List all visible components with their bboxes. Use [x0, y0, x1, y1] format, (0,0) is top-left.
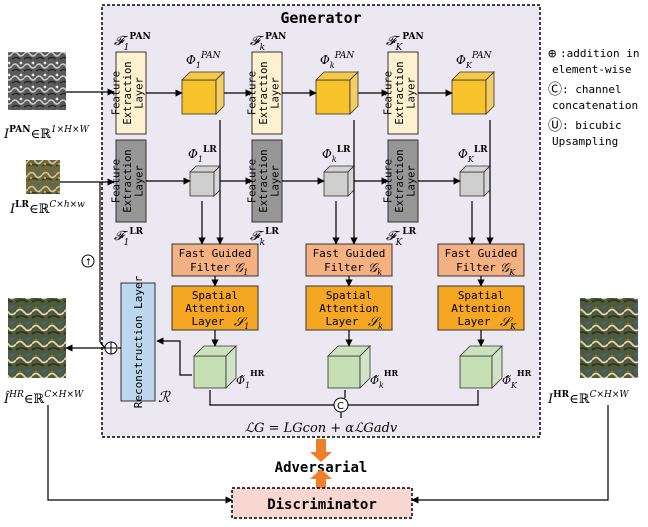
reconstruction-symbol: ℛ — [158, 388, 171, 406]
spatial-attention-1 — [171, 285, 259, 331]
up-legend-text2: Upsampling — [552, 135, 618, 148]
fel-lr-K-label: FeatureExtractionLayer — [382, 149, 417, 212]
generator-title: Generator — [280, 9, 361, 27]
sal-label-1-0: Spatial — [192, 289, 238, 302]
phi-hr-cube-K — [459, 345, 503, 389]
fast-guided-filter-k — [305, 243, 393, 277]
reconstruction-layer-label: Reconstruction Layer — [132, 275, 145, 408]
sal-label-k-1: Attention — [319, 302, 379, 315]
fel-pan-K-label: FeatureExtractionLayer — [382, 61, 417, 124]
up-legend-text: : bicubic — [562, 119, 622, 132]
fel-lr-K — [387, 139, 419, 223]
adversarial-arrow-up — [310, 469, 332, 488]
pan-input-image — [8, 52, 66, 110]
discriminator-box — [231, 487, 413, 519]
add-legend-text: :addition in — [560, 47, 639, 60]
cat-legend-text2: concatenation — [552, 99, 638, 112]
fgf-label-1: Fast Guided — [179, 247, 252, 260]
phi-lr-cube-K — [459, 165, 491, 197]
sal-label-K-0: Spatial — [458, 289, 504, 302]
cat-legend-text: : channel — [562, 83, 622, 96]
fel-lr-1-label: FeatureExtractionLayer — [110, 149, 145, 212]
lr-input-label: ILR∈ℝC×h×w — [9, 200, 85, 217]
fgf-label2-k: Filter — [324, 261, 364, 274]
fgf-label2-K: Filter — [456, 261, 496, 274]
sal-label-K-2: Layer — [457, 315, 490, 328]
legend: ⊕ :addition in element-wise Ⓒ : channel … — [548, 46, 639, 148]
phi-lr-cube-k — [323, 165, 355, 197]
phi-hr-cube-1 — [193, 345, 237, 389]
phi-pan-cube-1 — [181, 71, 225, 115]
discriminator-label: Discriminator — [267, 497, 377, 513]
phi-hr-cube-k — [327, 345, 371, 389]
fast-guided-filter-K — [437, 243, 525, 277]
ground-truth-hr-image — [580, 298, 638, 378]
fgf-label-k: Fast Guided — [313, 247, 386, 260]
up-legend-symbol: Ⓤ — [548, 118, 562, 134]
add-legend-text2: element-wise — [552, 63, 631, 76]
add-legend-symbol: ⊕ — [548, 46, 557, 62]
sal-label-K-1: Attention — [451, 302, 511, 315]
gt-output-label: IHR∈ℝC×H×W — [547, 390, 629, 407]
lr-input-image — [26, 160, 60, 194]
fel-pan-1 — [115, 51, 147, 135]
upsample-node — [81, 254, 95, 268]
predicted-hr-image — [8, 298, 66, 378]
spatial-attention-K — [437, 285, 525, 331]
fel-lr-k — [251, 139, 283, 223]
fgf-label-K: Fast Guided — [445, 247, 518, 260]
phi-pan-cube-K — [451, 71, 495, 115]
wires — [47, 88, 609, 504]
fast-guided-filter-1 — [171, 243, 259, 277]
fel-pan-K — [387, 51, 419, 135]
cat-legend-symbol: Ⓒ — [548, 82, 562, 98]
fel-lr-k-label: FeatureExtractionLayer — [246, 149, 281, 212]
sal-label-1-1: Attention — [185, 302, 245, 315]
adversarial-label: Adversarial — [275, 460, 368, 476]
sal-label-k-0: Spatial — [326, 289, 372, 302]
fel-pan-1-label: FeatureExtractionLayer — [110, 61, 145, 124]
sal-label-1-2: Layer — [191, 315, 224, 328]
sal-label-k-2: Layer — [325, 315, 358, 328]
phi-pan-cube-k — [315, 71, 359, 115]
loss-formula: ℒG = LGcon + αℒGadv — [245, 421, 398, 436]
fel-pan-k-label: FeatureExtractionLayer — [246, 61, 281, 124]
upsample-node-glyph: ↑ — [85, 258, 93, 268]
pred-output-label: ÎHR∈ℝC×H×W — [3, 390, 84, 407]
pan-input-label: IPAN∈ℝ1×H×W — [3, 125, 90, 142]
phi-lr-cube-1 — [189, 165, 221, 197]
reconstruction-layer — [120, 282, 156, 402]
fgf-label2-1: Filter — [190, 261, 230, 274]
adversarial-arrow-down — [310, 439, 332, 462]
concat-node-glyph: C — [337, 401, 344, 412]
